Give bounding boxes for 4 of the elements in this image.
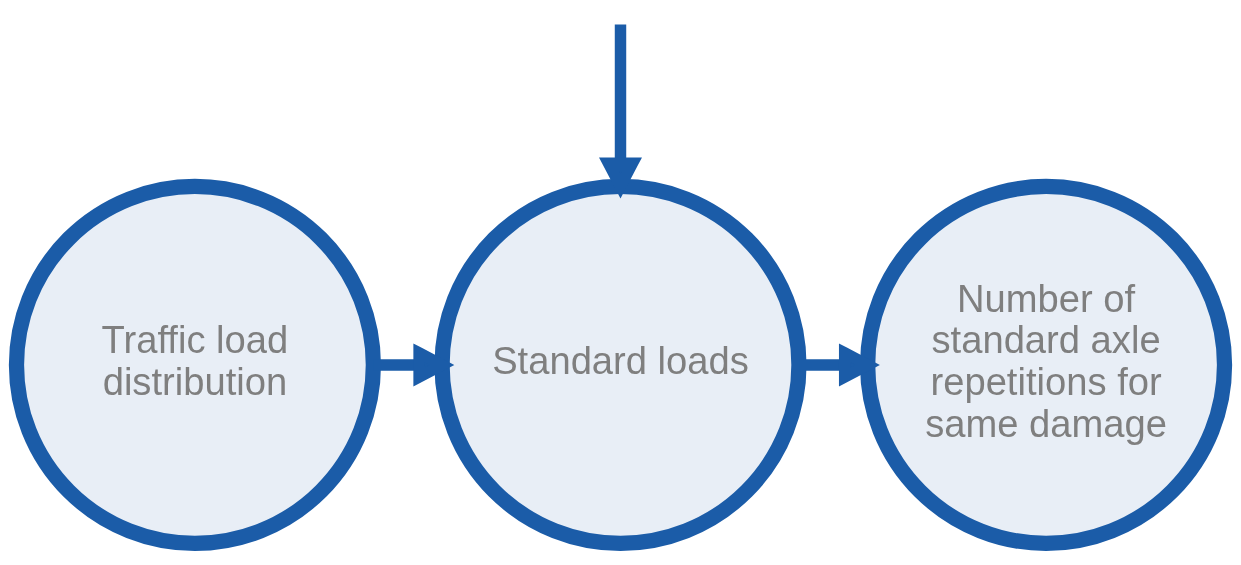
node-circle: Traffic load distribution [8,178,381,551]
arrow [599,24,642,198]
node-circle: Number of standard axle repetitions for same damage [860,178,1233,551]
node-circle: Standard loads [434,178,807,551]
